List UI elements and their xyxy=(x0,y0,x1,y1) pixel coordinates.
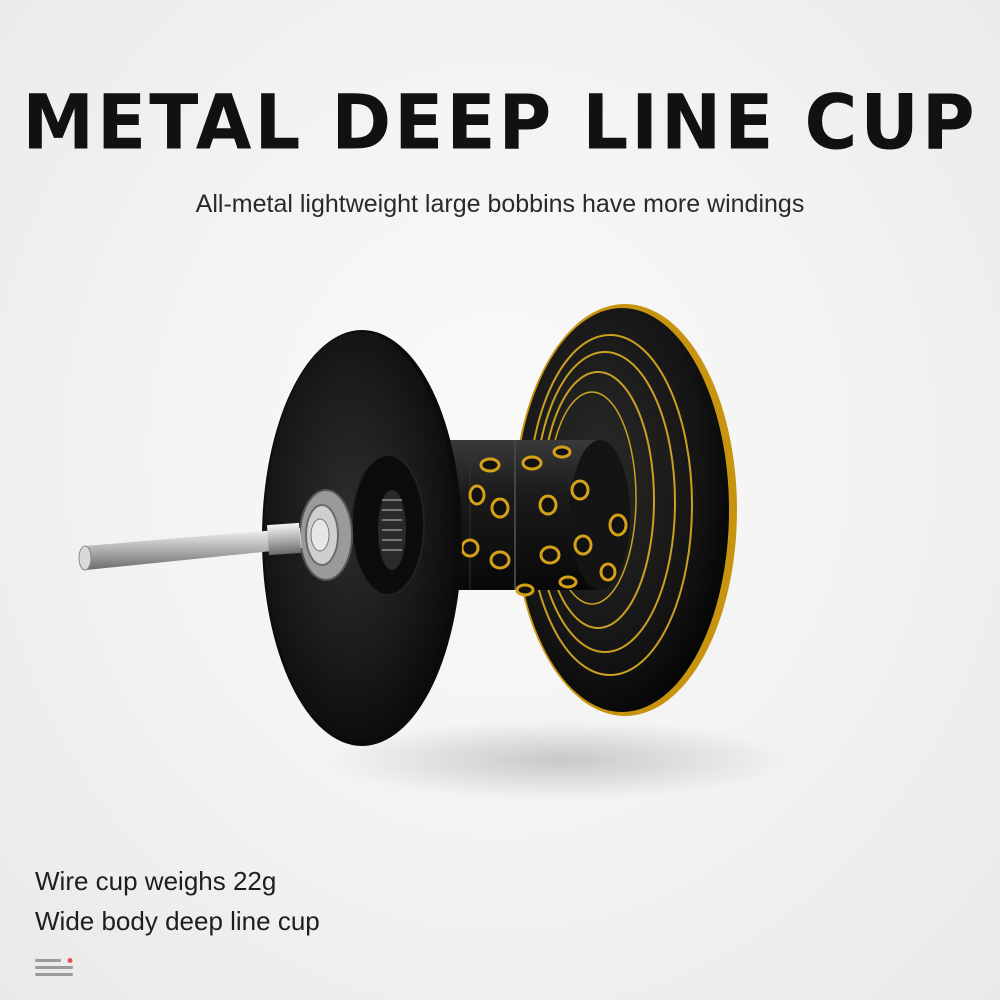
menu-icon[interactable] xyxy=(35,957,75,977)
spool-shaft xyxy=(78,522,302,571)
page-subtitle: All-metal lightweight large bobbins have… xyxy=(195,190,805,218)
spool-bearing xyxy=(299,489,353,581)
page-title: METAL DEEP LINE CUP xyxy=(22,77,978,167)
feature-body: Wide body deep line cup xyxy=(35,906,320,936)
spool-shadow xyxy=(330,720,790,800)
feature-weight: Wire cup weighs 22g xyxy=(35,866,277,896)
spool-left-flange xyxy=(262,330,462,746)
